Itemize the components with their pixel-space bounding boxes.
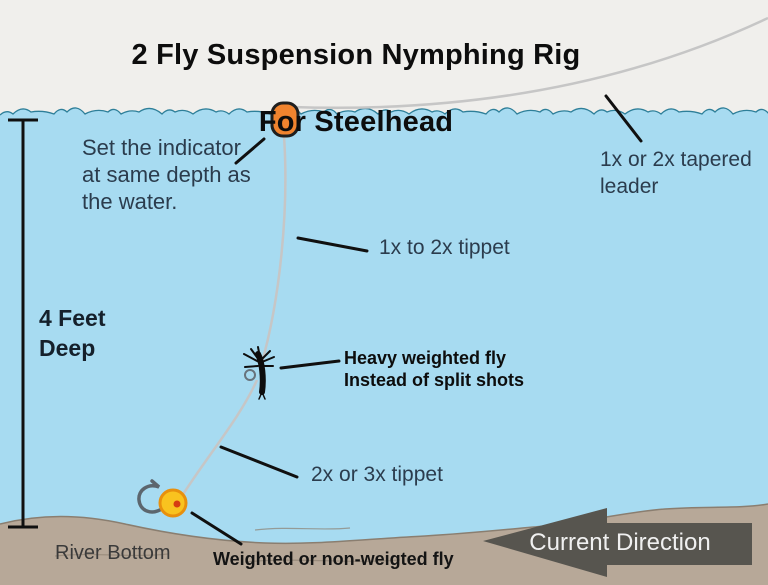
leader-pointer — [604, 94, 643, 143]
tapered-leader-label: 1x or 2x tapered leader — [600, 148, 752, 199]
title-line-2: For Steelhead — [258, 106, 454, 139]
bottom-fly-pointer — [190, 511, 243, 546]
diagram-title: 2 Fly Suspension Nymphing Rig For Steelh… — [0, 6, 712, 173]
water-area — [0, 108, 768, 585]
tapered-leader-line — [291, 16, 768, 110]
upper-tippet-line — [259, 135, 287, 367]
upper-tippet-label: 1x to 2x tippet — [379, 236, 510, 259]
current-direction-label: Current Direction — [529, 529, 711, 556]
river-bottom-edge — [0, 503, 768, 545]
title-line-1: 2 Fly Suspension Nymphing Rig — [131, 39, 581, 72]
heavy-fly-label: Heavy weighted fly Instead of split shot… — [344, 348, 525, 390]
current-direction-arrow — [483, 508, 752, 577]
lower-tippet-pointer — [219, 445, 299, 479]
indicator-pointer — [234, 137, 266, 165]
depth-marker — [8, 118, 38, 529]
lower-tippet-line — [180, 379, 259, 497]
water-surface-line — [0, 107, 768, 116]
heavy-fly-pointer — [279, 359, 341, 370]
indicator-note-label: Set the indicator at same depth as the w… — [82, 135, 251, 214]
bottom-fly-label: Weighted or non-weigted fly — [213, 549, 454, 569]
nymph-fly-icon — [243, 346, 275, 400]
egg-fly-icon — [137, 479, 188, 518]
lower-tippet-label: 2x or 3x tippet — [311, 463, 443, 486]
river-bottom-label: River Bottom — [55, 542, 171, 564]
upper-tippet-pointer — [296, 236, 369, 253]
pointer-lines — [190, 94, 643, 546]
strike-indicator-icon — [270, 101, 300, 138]
water-depth-label: 4 Feet Deep — [39, 305, 106, 362]
